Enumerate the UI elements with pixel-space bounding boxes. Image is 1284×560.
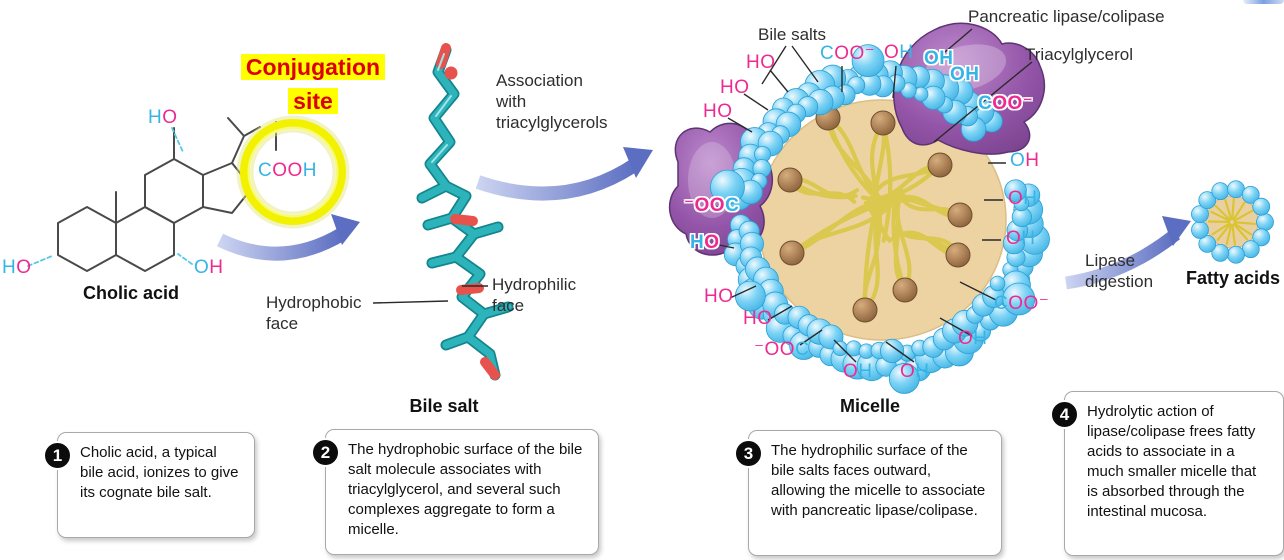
fatty-acid-micelle <box>1191 180 1274 264</box>
assoc-line3: triacylglycerols <box>496 113 608 132</box>
step-text: The hydrophilic surface of the bile salt… <box>771 442 986 519</box>
hydroxyl-label: HO <box>743 308 773 329</box>
cropped-ui-sliver <box>1243 0 1284 4</box>
hydrophilic-face-callout: Hydrophilic face <box>492 274 576 316</box>
step-box-1: 1 Cholic acid, a typical bile acid, ioni… <box>43 432 255 538</box>
fatty-acids-title: Fatty acids <box>1186 268 1281 288</box>
hydroxyl-label: HO <box>690 232 720 253</box>
pancreatic-lipase-callout: Pancreatic lipase/colipase <box>968 7 1165 26</box>
hydroxyl-label: HO <box>746 52 776 73</box>
hydroxyl-label: OH <box>843 361 873 382</box>
association-callout: Association with triacylglycerols <box>496 70 607 133</box>
step-number-badge: 3 <box>734 439 763 468</box>
hydroxyl-label: OH <box>1008 188 1038 209</box>
step-text: The hydrophobic surface of the bile salt… <box>348 441 583 538</box>
hydroxyl-label: OH <box>884 42 914 63</box>
hydroxyl-label: OH <box>950 64 980 85</box>
assoc-line1: Association <box>496 71 583 90</box>
hydrophobic-line2: face <box>266 314 299 333</box>
triacylglycerol-callout: Triacylglycerol <box>1025 45 1134 64</box>
arrow-bilesalt-to-micelle <box>475 147 653 201</box>
lipase-line1: Lipase <box>1085 251 1136 270</box>
hydroxyl-label: HO <box>2 257 32 278</box>
carboxyl-label: COOH <box>258 160 318 181</box>
carboxylate-label: COO⁻ <box>994 293 1050 314</box>
hydroxyl-label: HO <box>703 101 733 122</box>
hydroxyl-label: HO <box>704 286 734 307</box>
hydroxyl-label: OH <box>900 361 930 382</box>
arrow-cholic-to-bilesalt <box>216 214 360 261</box>
bile-salts-callout: Bile salts <box>758 25 827 44</box>
carboxylate-label: ⁻OOC <box>754 339 810 360</box>
micelle-graphic <box>668 22 1050 394</box>
step-number-badge: 2 <box>311 438 340 467</box>
hydrophilic-line2: face <box>492 296 525 315</box>
lipase-digestion-callout: Lipase digestion <box>1085 250 1153 292</box>
hydroxyl-label: HO <box>720 77 750 98</box>
hydroxyl-label: OH <box>194 257 224 278</box>
cholic-acid-title: Cholic acid <box>82 283 180 303</box>
cholic-acid-structure <box>27 117 277 272</box>
hydrophobic-line1: Hydrophobic <box>266 293 362 312</box>
carboxylate-label: COO⁻ <box>820 43 876 64</box>
bile-salt-structure <box>416 43 514 381</box>
assoc-line2: with <box>496 92 527 111</box>
conjugation-site-annotation: Conjugation site <box>228 52 398 120</box>
conjugation-site-ring <box>236 115 350 229</box>
hydroxyl-label: OH <box>958 328 988 349</box>
hydroxyl-label: OH <box>924 48 954 69</box>
hydrophobic-face-callout: Hydrophobic face <box>266 292 361 334</box>
step-box-4: 4 Hydrolytic action of lipase/colipase f… <box>1050 391 1284 556</box>
step-text: Hydrolytic action of lipase/colipase fre… <box>1087 403 1257 520</box>
step-text: Cholic acid, a typical bile acid, ionize… <box>80 444 239 501</box>
arrow-micelle-to-fattyacids <box>1065 216 1191 290</box>
pointer-lines <box>372 28 1033 363</box>
lipase-line2: digestion <box>1085 272 1154 291</box>
carboxylate-label: COO⁻ <box>978 93 1034 114</box>
bile-salt-title: Bile salt <box>409 396 479 416</box>
hydroxyl-label: HO <box>148 107 178 128</box>
annotation-line-2: site <box>288 88 338 114</box>
annotation-line-1: Conjugation <box>240 54 386 80</box>
carboxylate-label: ⁻OOC <box>684 195 740 216</box>
micelle-title: Micelle <box>840 396 901 416</box>
step-number-badge: 1 <box>43 441 72 470</box>
step-box-3: 3 The hydrophilic surface of the bile sa… <box>734 430 1002 556</box>
step-box-2: 2 The hydrophobic surface of the bile sa… <box>311 429 599 555</box>
hydroxyl-label: OH <box>1006 228 1036 249</box>
hydroxyl-label: OH <box>1010 150 1040 171</box>
step-number-badge: 4 <box>1050 400 1079 429</box>
hydrophilic-line1: Hydrophilic <box>492 275 577 294</box>
